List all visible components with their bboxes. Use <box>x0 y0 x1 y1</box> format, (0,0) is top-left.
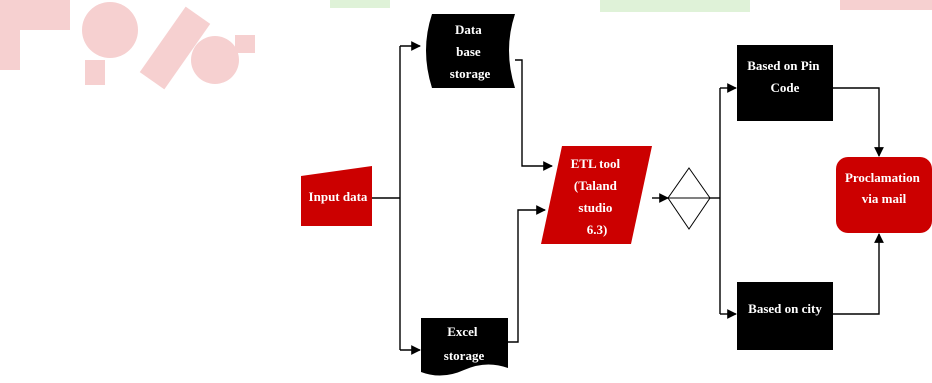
etl-shape <box>541 146 652 244</box>
etl-label-line-1: ETL tool <box>571 156 621 171</box>
arrow-pin-to-proclamation <box>833 87 884 157</box>
pin-label-line-1: Based on Pin <box>747 58 820 73</box>
proclamation-label-line-2: via mail <box>862 191 907 206</box>
proclamation-shape <box>836 157 932 233</box>
pin-label: Based on Pin Code <box>747 58 823 95</box>
proclamation-label-line-1: Proclamation <box>845 170 921 185</box>
node-based-on-pin-code: Based on Pin Code <box>737 45 833 121</box>
input-shape <box>301 166 372 226</box>
node-decision <box>667 167 711 230</box>
node-excel-storage: Excel storage <box>421 318 508 376</box>
excel-label-line-1: Excel <box>447 324 478 339</box>
database-label: Data base storage <box>450 22 491 81</box>
arrow-database-to-etl <box>515 59 553 171</box>
node-database-storage: Data base storage <box>426 14 515 88</box>
gear-watermark-icon <box>0 0 255 90</box>
watermark-green-block <box>600 0 750 12</box>
etl-label-line-2: (Taland <box>574 178 618 193</box>
connectors <box>372 41 884 355</box>
excel-label: Excel storage <box>444 324 485 363</box>
excel-label-line-2: storage <box>444 348 485 363</box>
proclamation-label: Proclamation via mail <box>845 170 923 206</box>
database-label-line-2: base <box>456 44 481 59</box>
pin-label-line-2: Code <box>771 80 800 95</box>
database-label-line-3: storage <box>450 66 491 81</box>
arrow-excel-to-etl <box>508 205 546 343</box>
watermark-red-block-right <box>840 0 932 10</box>
node-proclamation-via-mail: Proclamation via mail <box>836 157 932 233</box>
pin-shape <box>737 45 833 121</box>
city-shape <box>737 282 833 350</box>
node-based-on-city: Based on city <box>737 282 833 350</box>
watermark <box>0 0 932 90</box>
etl-label: ETL tool (Taland studio 6.3) <box>571 156 624 237</box>
database-shape <box>426 14 515 88</box>
excel-shape <box>421 318 508 376</box>
city-label: Based on city <box>748 301 822 316</box>
node-input-data: Input data <box>301 166 372 226</box>
watermark-green-block-small <box>330 0 390 8</box>
database-label-line-1: Data <box>455 22 482 37</box>
input-label: Input data <box>309 189 368 204</box>
etl-label-line-4: 6.3) <box>587 222 608 237</box>
arrow-city-to-proclamation <box>833 233 884 315</box>
node-etl-tool: ETL tool (Taland studio 6.3) <box>541 146 652 244</box>
etl-label-line-3: studio <box>578 200 612 215</box>
